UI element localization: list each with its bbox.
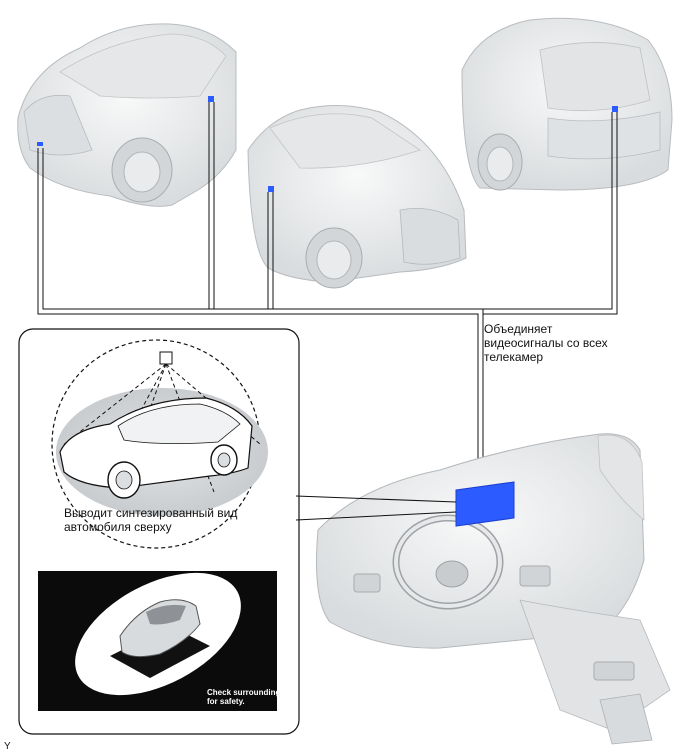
- car-side-view: [247, 105, 467, 289]
- car-front-view: [17, 23, 237, 207]
- camera-marker-front: [37, 142, 43, 146]
- virtual-camera-icon: [159, 351, 173, 365]
- camera-marker-right-mirror: [268, 186, 274, 192]
- screen-warning-text: Check surroundings for safety.: [207, 688, 285, 706]
- camera-marker-left-mirror: [208, 96, 214, 102]
- car-rear-view: [461, 17, 673, 191]
- merge-label-line-3: телекамер: [484, 350, 544, 364]
- figure-code: Y: [4, 741, 11, 752]
- display-screen: [455, 481, 515, 527]
- screen-car-icon: [119, 599, 201, 658]
- overview-label-line-1: Выводит синтезированный вид: [64, 506, 238, 520]
- overview-label: Выводит синтезированный вид автомобиля с…: [64, 506, 237, 534]
- screen-warning-line-1: Check surroundings: [207, 688, 285, 697]
- camera-marker-rear: [612, 106, 618, 112]
- merge-label-line-1: Объединяет: [484, 322, 553, 336]
- dashboard: [316, 433, 671, 745]
- merge-label-line-2: видеосигналы со всех: [484, 336, 608, 350]
- screen-warning-line-2: for safety.: [207, 697, 245, 706]
- overview-illustration: [51, 339, 268, 549]
- merge-label: Объединяет видеосигналы со всех телекаме…: [484, 322, 608, 364]
- overview-label-line-2: автомобиля сверху: [64, 520, 172, 534]
- signal-wiring: [37, 102, 618, 478]
- callout-pointer: [295, 495, 457, 521]
